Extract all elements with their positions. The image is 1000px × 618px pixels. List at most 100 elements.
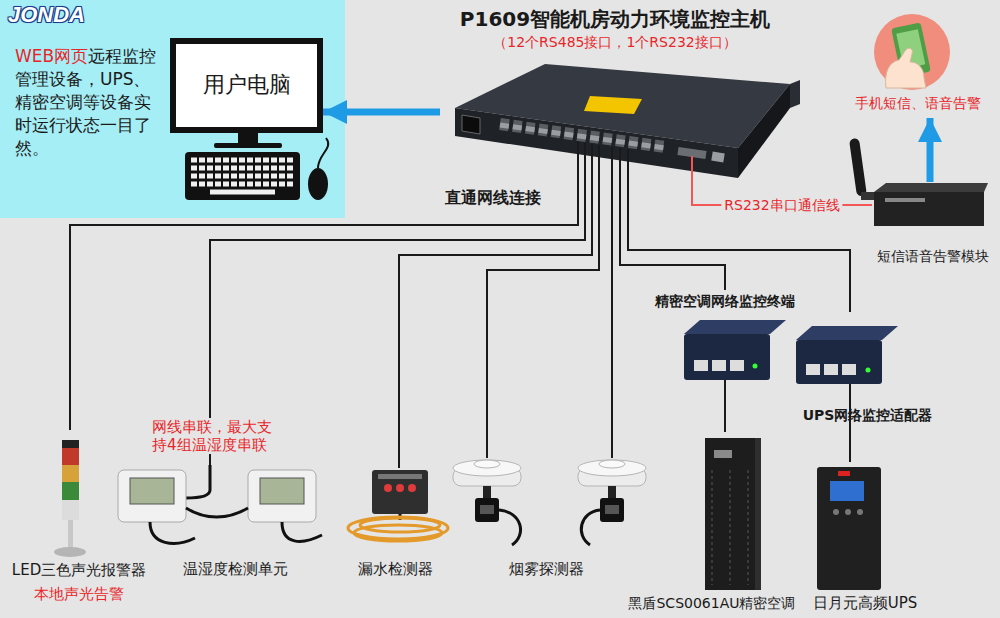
phone-alert: 手机短信、语音告警 xyxy=(848,8,988,118)
ups-button xyxy=(857,509,863,515)
node-text: 短信语音告警模块 xyxy=(877,248,989,265)
node-text: 温湿度检测单元 xyxy=(183,560,288,578)
temp-unit-screen xyxy=(260,478,304,504)
sms-module-top xyxy=(874,183,988,192)
keyboard-keys xyxy=(191,158,294,163)
ac-grille xyxy=(711,470,713,585)
led-alarm: LED三色声光报警器本地声光告警 xyxy=(4,430,154,608)
smoke-detector: 烟雾探测器 xyxy=(468,458,624,580)
node-text: UPS网络监控适配器 xyxy=(803,407,933,424)
terminal-port xyxy=(712,360,726,371)
ups: 日月元高频UPS xyxy=(806,462,924,614)
keyboard-keys xyxy=(191,182,294,187)
rj45-plug xyxy=(475,498,499,522)
rj45-socket xyxy=(480,505,494,514)
phone-alert-icon-ground xyxy=(874,14,950,90)
ac-terminal-body xyxy=(684,334,770,380)
ac-grille xyxy=(747,470,749,585)
sms-module-body xyxy=(874,192,984,226)
adapter-port xyxy=(842,364,856,375)
node-subtext: 本地声光告警 xyxy=(34,585,124,603)
connectors xyxy=(70,112,930,468)
rack-ear xyxy=(790,80,800,108)
connector xyxy=(70,185,578,430)
terminal-port xyxy=(730,360,744,371)
power-socket xyxy=(462,115,480,134)
connector xyxy=(849,427,851,462)
sms-voice-module: 短信语音告警模块 xyxy=(872,182,994,268)
antenna-base xyxy=(861,192,876,200)
led-pole xyxy=(68,520,73,550)
adapter-port xyxy=(806,364,820,375)
node-text: P1609智能机房动力环境监控主机 xyxy=(460,7,770,31)
leak-led xyxy=(408,484,416,492)
monitoring-host: P1609智能机房动力环境监控主机 （12个RS485接口，1个RS232接口） xyxy=(440,5,790,185)
led-red xyxy=(62,448,79,465)
ac-cabinet-side xyxy=(755,438,761,590)
temp-cable xyxy=(282,522,322,541)
keyboard xyxy=(185,152,300,200)
temp-unit xyxy=(248,470,316,522)
mouse-cord xyxy=(318,138,328,168)
ups-tower xyxy=(817,467,881,590)
keyboard-keys xyxy=(191,166,294,171)
host-side-face xyxy=(738,84,790,178)
ac-grille xyxy=(729,470,731,585)
adapter-port xyxy=(824,364,838,375)
ups-button xyxy=(833,509,839,515)
ac-network-terminal: 精密空调网络监控终端 xyxy=(650,290,800,400)
wiring-note: 直通网线连接 xyxy=(445,188,541,207)
node-text: 手机短信、语音告警 xyxy=(855,95,981,112)
rj45-socket xyxy=(605,505,619,514)
smoke-detector-top xyxy=(453,460,521,476)
terminal-port xyxy=(694,360,708,371)
rj45-plug xyxy=(600,498,624,522)
temp-chain-cable xyxy=(186,508,248,517)
monitor-stand xyxy=(238,133,258,144)
led-tower-base xyxy=(62,500,79,520)
network-port xyxy=(712,156,724,158)
user-computer-screen: 用户电脑 xyxy=(170,38,323,133)
temp-humidity-unit: 温湿度检测单元 xyxy=(155,465,315,580)
connector xyxy=(399,185,592,468)
temp-cable xyxy=(186,465,210,498)
sms-module-plate xyxy=(885,198,925,202)
smoke-lead xyxy=(608,486,616,499)
ac-terminal-top xyxy=(684,320,786,334)
ups-adapter-body xyxy=(796,340,882,384)
edge-label: RS232串口通信线 xyxy=(721,197,842,214)
led-tower-cap xyxy=(62,440,79,448)
smoke-detector-top xyxy=(578,460,646,476)
precision-ac: 黑盾SCS0061AU精密空调 xyxy=(623,432,801,614)
leak-led xyxy=(384,484,392,492)
node-text: WEB网页 xyxy=(15,46,88,66)
ups-network-adapter: UPS网络监控适配器 xyxy=(798,312,938,427)
node-subtext: （12个RS485接口，1个RS232接口） xyxy=(493,34,736,51)
panel-paragraph: WEB网页远程监控管理设备，UPS、精密空调等设备实时运行状态一目了然。 xyxy=(15,45,165,160)
leak-led xyxy=(396,484,404,492)
monitor-base xyxy=(214,143,282,148)
leak-detector: 漏水检测器 xyxy=(340,468,450,580)
leak-rope xyxy=(360,518,440,532)
connector xyxy=(611,185,613,458)
led-yellow xyxy=(62,465,79,482)
node-text: 用户电脑 xyxy=(203,72,291,98)
keyboard-keys xyxy=(191,174,294,179)
node-text: LED三色声光报警器 xyxy=(12,561,146,579)
node-text: 黑盾SCS0061AU精密空调 xyxy=(628,595,795,612)
rs485-ports xyxy=(500,124,665,147)
led-foot xyxy=(54,547,86,557)
connector xyxy=(620,185,725,290)
leak-rope xyxy=(348,517,448,539)
hand xyxy=(886,48,926,88)
warning-sticker xyxy=(584,96,642,114)
temp-cable xyxy=(150,522,195,543)
smoke-cable xyxy=(581,510,600,545)
adapter-led xyxy=(866,368,871,373)
ac-display xyxy=(714,450,732,458)
connector xyxy=(628,185,850,312)
smoke-lead xyxy=(483,486,491,499)
rs232-port xyxy=(678,151,706,155)
brand-logo: JONDA xyxy=(8,2,85,28)
